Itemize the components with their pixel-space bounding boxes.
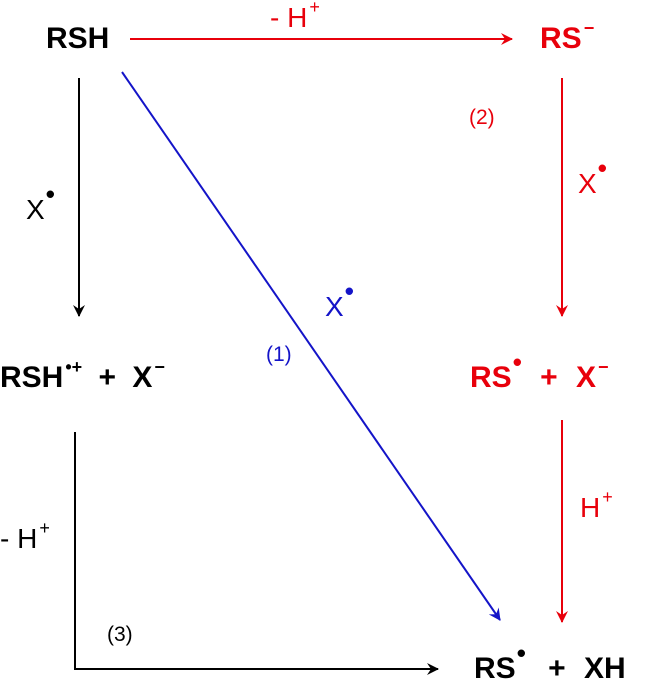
- right-lower-arrow-label: H+: [580, 487, 613, 523]
- right-upper-arrow-label: X•: [578, 153, 607, 199]
- thiyl-radical-products: RS• + X−: [470, 347, 609, 394]
- rsh-label: RSH: [46, 22, 110, 55]
- thiolate-label: RS−: [540, 18, 595, 55]
- left-arrow-label: X•: [26, 179, 55, 225]
- deprotonation-l-arrow: [74, 432, 439, 675]
- hat-diagonal-arrow: [121, 71, 501, 621]
- diagonal-arrow-label: X•: [325, 276, 354, 322]
- top-arrow-label: - H+: [270, 0, 320, 33]
- pathway-2-label: (2): [469, 106, 495, 129]
- radical-cation-products: RSH•+ + X−: [0, 357, 165, 394]
- bottom-left-arrow-label: - H+: [0, 518, 50, 554]
- pathway-3-label: (3): [107, 623, 133, 646]
- pathway-1-label: (1): [266, 343, 292, 366]
- final-products: RS• + XH: [474, 638, 626, 685]
